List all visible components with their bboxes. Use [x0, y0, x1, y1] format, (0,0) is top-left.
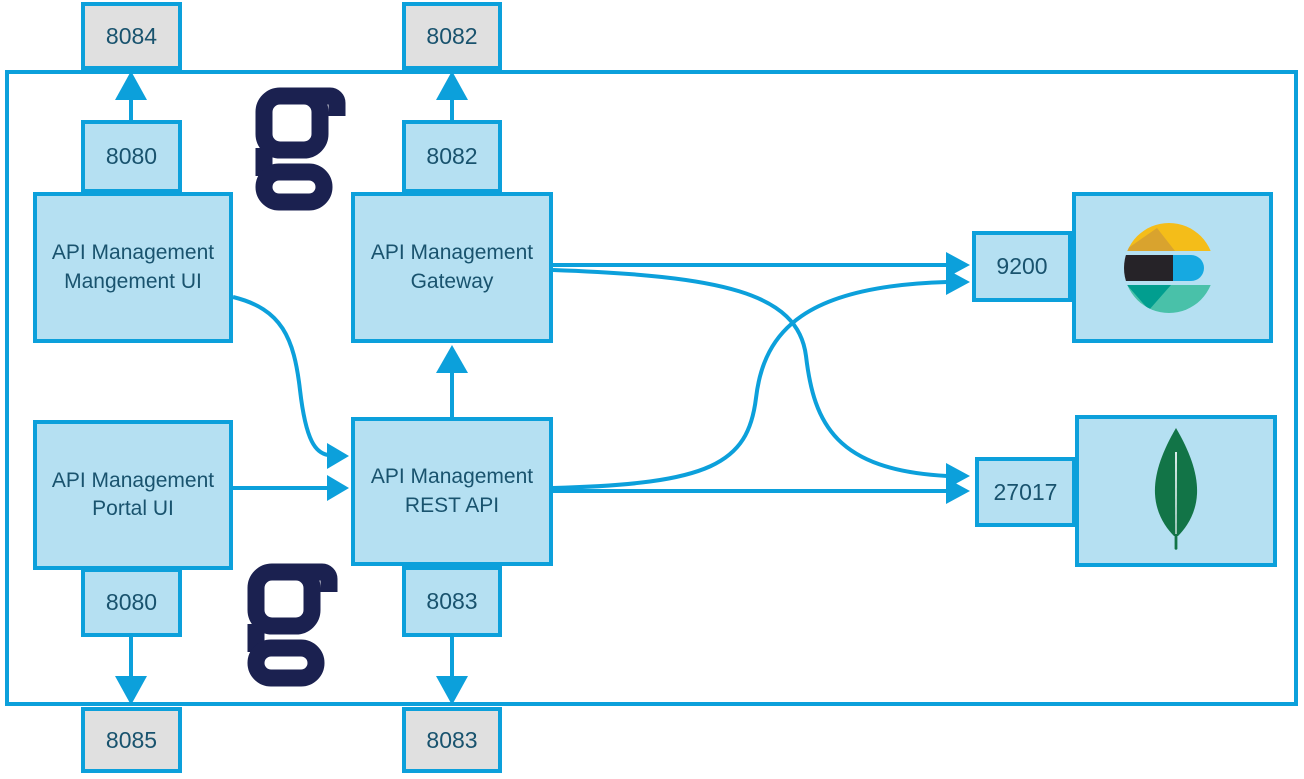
outer-port-8083-label: 8083 [426, 726, 478, 753]
deployment-boundary-frame [5, 70, 1298, 706]
node-portal-ui: API Management Portal UI [33, 420, 233, 570]
arrowhead-managementui-restapi [327, 443, 349, 469]
node-gateway: API Management Gateway [351, 192, 553, 343]
edge-gateway-to-27017 [552, 268, 948, 478]
node-rest-api-line2: REST API [404, 493, 500, 517]
arrowhead-down-8083 [436, 676, 468, 705]
port-9200-elasticsearch: 9200 [972, 231, 1072, 302]
port-8083-rest-api: 8083 [402, 566, 502, 637]
node-management-ui-line2: Mangement UI [64, 269, 202, 293]
edge-managementui-to-restapi [232, 295, 329, 457]
node-mongodb [1075, 415, 1277, 567]
port-8080-label: 8080 [105, 143, 158, 169]
port-8082-label: 8082 [426, 143, 478, 169]
node-management-ui-line1: API Management [51, 241, 215, 265]
elasticsearch-logo-icon [1123, 222, 1214, 313]
outer-port-8084: 8084 [81, 2, 182, 70]
node-rest-api: API Management REST API [351, 417, 553, 566]
node-portal-ui-line1: API Management [51, 468, 215, 492]
outer-port-8085: 8085 [81, 707, 182, 773]
node-gateway-line2: Gateway [410, 269, 494, 293]
port-27017-label: 27017 [993, 478, 1058, 505]
arrowhead-up-8084 [115, 71, 147, 100]
outer-port-8083: 8083 [402, 707, 502, 773]
arrowhead-restapi-gateway [436, 345, 468, 373]
node-rest-api-line1: API Management [370, 465, 534, 489]
arrowhead-restapi-9200 [946, 269, 970, 295]
arrowhead-down-8085 [115, 676, 147, 705]
node-management-ui: API Management Mangement UI [33, 192, 233, 343]
port-8083-label: 8083 [426, 588, 478, 614]
port-8080-management-ui: 8080 [81, 120, 182, 193]
outer-port-8084-label: 8084 [105, 22, 158, 49]
outer-port-8085-label: 8085 [105, 726, 158, 753]
arrowhead-portalui-restapi [327, 475, 349, 501]
port-9200-label: 9200 [996, 253, 1048, 279]
port-8080-portal-ui: 8080 [81, 568, 182, 637]
port-8082-gateway: 8082 [402, 120, 502, 193]
port-8080-portal-label: 8080 [105, 589, 158, 615]
node-portal-ui-line2: Portal UI [92, 497, 174, 520]
gravitee-logo-icon-bottom [247, 563, 338, 687]
node-elasticsearch [1072, 192, 1273, 343]
gravitee-logo-icon-top [255, 87, 346, 211]
port-27017-mongodb: 27017 [975, 457, 1076, 527]
arrowhead-up-8082 [436, 71, 468, 100]
edge-restapi-to-9200 [552, 280, 948, 490]
node-gateway-line1: API Management [370, 241, 534, 265]
mongodb-leaf-icon [1154, 428, 1198, 550]
outer-port-8082-label: 8082 [426, 22, 478, 49]
outer-port-8082: 8082 [402, 2, 502, 70]
arrowhead-restapi-27017 [946, 478, 970, 504]
arrowhead-gateway-9200 [946, 252, 970, 278]
